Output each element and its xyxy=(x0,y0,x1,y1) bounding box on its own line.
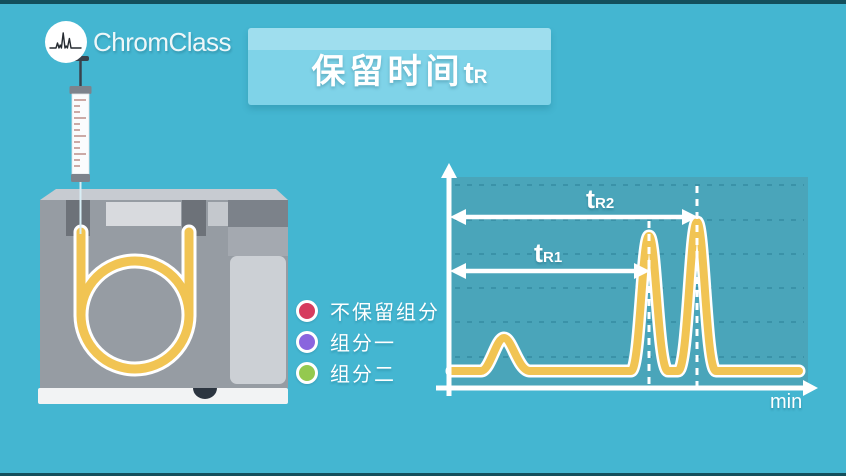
instrument-foot xyxy=(193,388,217,399)
title-banner: 保留时间tR xyxy=(248,28,551,105)
red-dot-icon xyxy=(296,299,318,322)
legend-item-component-one: 组分一 xyxy=(296,330,440,355)
legend-item-component-two: 组分二 xyxy=(296,361,440,386)
chromclass-logo: ChromClass xyxy=(44,20,232,64)
legend-item-label: 组分二 xyxy=(330,364,396,386)
chromatogram-chart xyxy=(436,163,818,396)
chromatogram-trace-icon xyxy=(45,21,87,63)
tr2-symbol: t xyxy=(586,184,595,214)
tr2-arrow xyxy=(450,209,698,225)
top-edge-bar xyxy=(0,0,846,4)
banner-highlight xyxy=(248,28,551,50)
syringe-scale-ticks xyxy=(74,99,86,167)
tr2-annotation: tR2 xyxy=(586,184,614,215)
purple-dot-icon xyxy=(296,330,318,353)
component-legend: 不保留组分 组分一 组分二 xyxy=(296,299,440,393)
tr2-subscript: R2 xyxy=(595,195,615,212)
legend-item-unretained: 不保留组分 xyxy=(296,299,440,324)
page-title: 保留时间tR xyxy=(248,44,551,93)
tr1-subscript: R1 xyxy=(543,249,563,266)
title-symbol-subscript: R xyxy=(473,67,488,88)
x-axis-arrowhead xyxy=(803,380,818,396)
column-tubing xyxy=(73,224,197,377)
tr1-symbol: t xyxy=(534,238,543,268)
tr1-arrow xyxy=(450,263,650,279)
gridlines xyxy=(455,184,804,358)
x-axis-unit-label: min xyxy=(770,391,803,413)
title-symbol: t xyxy=(463,55,474,90)
peak-marker-dashed-lines xyxy=(647,186,699,390)
legend-item-label: 组分一 xyxy=(330,333,396,355)
chromatograph-illustration xyxy=(38,189,288,404)
brand-name: ChromClass xyxy=(93,26,232,57)
axes xyxy=(436,163,818,396)
bottom-edge-bar xyxy=(0,473,846,476)
y-axis-arrowhead xyxy=(441,163,457,178)
tr1-annotation: tR1 xyxy=(534,238,562,269)
green-dot-icon xyxy=(296,361,318,384)
title-text: 保留时间 xyxy=(311,53,464,91)
legend-item-label: 不保留组分 xyxy=(330,302,440,324)
syringe-icon xyxy=(69,56,92,234)
chromatogram-curve xyxy=(445,215,806,378)
plot-area xyxy=(449,177,808,388)
